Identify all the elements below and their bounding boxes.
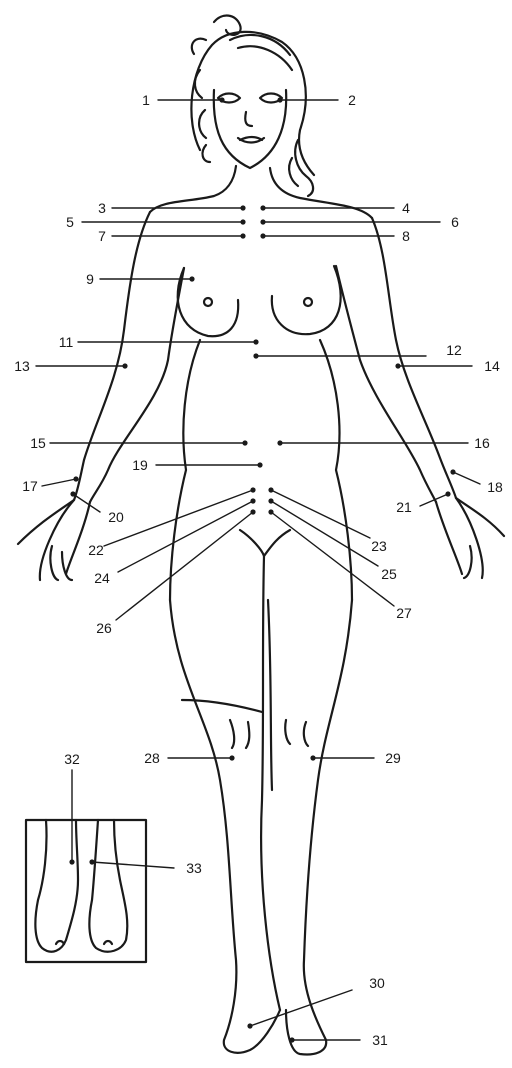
leader-line-27 (271, 512, 394, 606)
point-marker-15 (242, 440, 247, 445)
leader-line-17 (42, 479, 76, 486)
point-label-14: 14 (484, 358, 500, 374)
point-marker-19 (257, 462, 262, 467)
leader-line-26 (116, 512, 253, 620)
point-marker-18 (450, 469, 455, 474)
point-label-20: 20 (108, 509, 124, 525)
point-label-23: 23 (371, 538, 387, 554)
leader-line-20 (73, 494, 100, 512)
point-marker-28 (229, 755, 234, 760)
point-marker-13 (122, 363, 127, 368)
point-marker-33 (89, 859, 94, 864)
point-marker-29 (310, 755, 315, 760)
legs-drawing (170, 556, 352, 1054)
point-label-24: 24 (94, 570, 110, 586)
point-label-2: 2 (348, 92, 356, 108)
point-marker-24 (250, 498, 255, 503)
point-label-5: 5 (66, 214, 74, 230)
point-marker-20 (70, 491, 75, 496)
point-marker-7 (240, 233, 245, 238)
point-label-11: 11 (59, 334, 74, 350)
point-marker-12 (253, 353, 258, 358)
point-label-25: 25 (381, 566, 397, 582)
point-label-31: 31 (372, 1032, 388, 1048)
feet-inset-drawing (26, 820, 146, 962)
point-marker-25 (268, 498, 273, 503)
point-marker-8 (260, 233, 265, 238)
leader-line-18 (453, 472, 480, 484)
point-marker-4 (260, 205, 265, 210)
point-label-27: 27 (396, 605, 412, 621)
point-label-19: 19 (132, 457, 148, 473)
point-label-12: 12 (446, 342, 462, 358)
hair-drawing (191, 16, 314, 196)
leader-line-33 (92, 862, 174, 868)
point-label-16: 16 (474, 435, 490, 451)
point-label-32: 32 (64, 751, 80, 767)
point-marker-21 (445, 491, 450, 496)
point-label-6: 6 (451, 214, 459, 230)
point-label-4: 4 (402, 200, 410, 216)
point-label-3: 3 (98, 200, 106, 216)
point-marker-26 (250, 509, 255, 514)
face-drawing (214, 90, 286, 168)
leader-line-24 (118, 501, 253, 572)
point-label-29: 29 (385, 750, 401, 766)
point-label-28: 28 (144, 750, 160, 766)
point-marker-3 (240, 205, 245, 210)
point-label-18: 18 (487, 479, 503, 495)
point-marker-14 (395, 363, 400, 368)
point-label-7: 7 (98, 228, 106, 244)
point-label-30: 30 (369, 975, 385, 991)
point-label-1: 1 (142, 92, 150, 108)
point-marker-27 (268, 509, 273, 514)
point-marker-1 (219, 97, 224, 102)
point-label-21: 21 (396, 499, 412, 515)
point-marker-17 (73, 476, 78, 481)
point-marker-32 (69, 859, 74, 864)
point-marker-30 (247, 1023, 252, 1028)
point-marker-31 (289, 1037, 294, 1042)
point-marker-16 (277, 440, 282, 445)
leader-line-30 (250, 990, 352, 1026)
point-marker-9 (189, 276, 194, 281)
point-marker-5 (240, 219, 245, 224)
point-label-22: 22 (88, 542, 104, 558)
torso-drawing (18, 166, 504, 600)
point-label-8: 8 (402, 228, 410, 244)
point-label-26: 26 (96, 620, 112, 636)
point-label-17: 17 (22, 478, 38, 494)
leader-line-22 (104, 490, 253, 546)
point-marker-11 (253, 339, 258, 344)
point-label-13: 13 (14, 358, 30, 374)
point-label-9: 9 (86, 271, 94, 287)
point-label-15: 15 (30, 435, 46, 451)
point-marker-6 (260, 219, 265, 224)
point-marker-23 (268, 487, 273, 492)
point-markers (69, 97, 455, 1042)
point-marker-22 (250, 487, 255, 492)
point-label-33: 33 (186, 860, 202, 876)
point-marker-2 (277, 97, 282, 102)
